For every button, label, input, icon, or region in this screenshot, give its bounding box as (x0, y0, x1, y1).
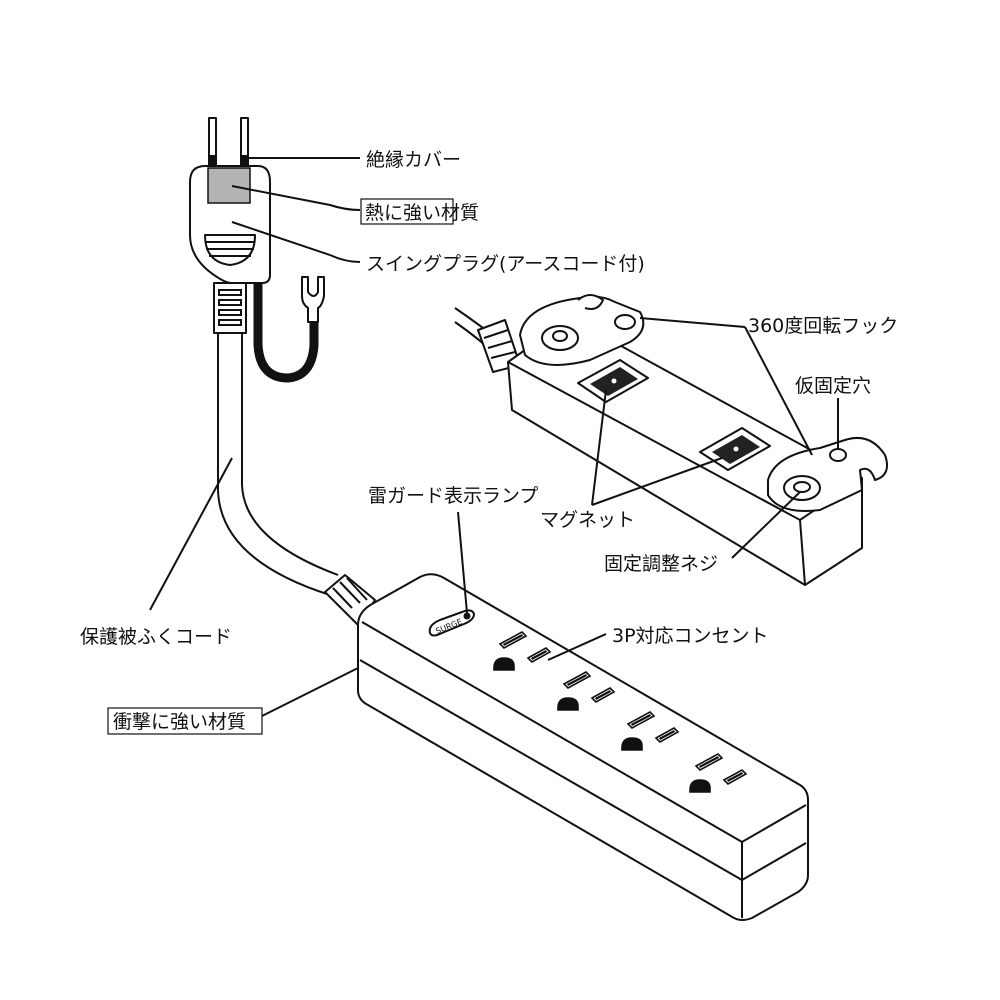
heat-resistant-cover (207, 167, 251, 204)
outlet-4 (689, 753, 748, 793)
label-heat-resistant: 熱に強い材質 (365, 202, 479, 224)
label-surge-lamp: 雷ガード表示ランプ (368, 485, 538, 507)
label-magnet: マグネット (540, 509, 635, 531)
labels: 絶縁カバー 熱に強い材質 スイングプラグ(アースコード付) 360度回転フック … (80, 149, 898, 735)
label-adjust-screw: 固定調整ネジ (604, 553, 718, 575)
label-box-heat (360, 198, 454, 225)
label-swing-plug: スイングプラグ(アースコード付) (366, 253, 645, 275)
label-impact-resistant: 衝撃に強い材質 (113, 711, 246, 733)
label-box-impact (107, 707, 263, 735)
outlets (493, 631, 748, 793)
magnet-1 (577, 359, 649, 403)
label-cord: 保護被ふくコード (80, 626, 232, 648)
hook-left (519, 294, 645, 366)
label-insulation-cover: 絶縁カバー (366, 149, 461, 171)
strip-back-view (454, 294, 888, 586)
outlet-1 (493, 631, 552, 671)
outlet-2 (557, 671, 616, 711)
label-outlet-3p: 3P対応コンセント (612, 625, 769, 647)
ground-terminal (301, 276, 325, 323)
protective-cord (217, 333, 339, 596)
label-temp-hole: 仮固定穴 (795, 375, 871, 397)
label-hook: 360度回転フック (748, 315, 898, 337)
plug (189, 117, 325, 383)
power-strip-main: SURGE (324, 573, 809, 921)
leader-lines (149, 157, 839, 717)
hook-right (767, 436, 888, 512)
outlet-3 (621, 711, 680, 751)
